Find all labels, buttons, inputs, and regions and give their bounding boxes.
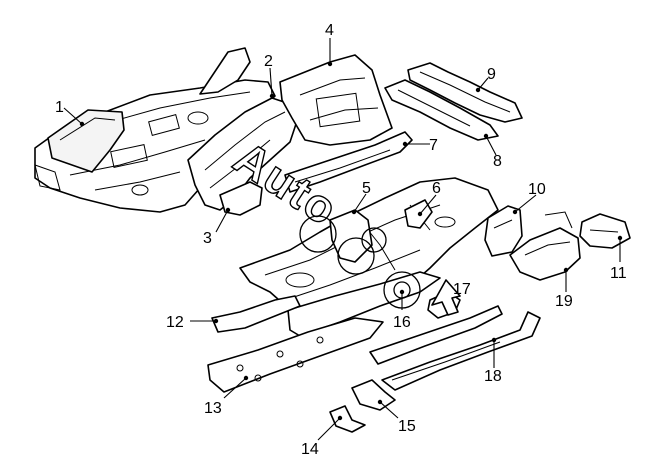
side-bracket [484,205,523,257]
callout-9: 9 [487,66,496,83]
callout-13: 13 [204,400,222,417]
floor-plate [207,317,384,393]
callout-7: 7 [429,137,438,154]
tunnel-reinforcement [187,97,299,211]
front-sill-bracket [351,379,396,411]
jack-point-bracket [329,405,366,433]
callout-11: 11 [610,265,627,282]
outer-sill [381,311,541,391]
callout-18: 18 [484,368,502,385]
rear-crossmember-bracket [407,62,523,123]
inner-sill [369,305,503,365]
callout-8: 8 [493,153,502,170]
callout-3: 3 [203,230,212,247]
side-rail-long [284,131,413,193]
callout-16: 16 [393,314,411,331]
callout-labels: 1 2 3 4 5 6 7 8 9 10 11 12 13 14 15 16 1… [55,22,627,458]
rear-floor-patch [47,109,125,173]
callout-15: 15 [398,418,416,435]
callout-14: 14 [301,441,319,458]
callout-5: 5 [362,180,371,197]
callout-10: 10 [528,181,546,198]
callout-6: 6 [432,180,441,197]
rocker-rail [211,295,301,333]
callout-1: 1 [55,99,64,116]
rear-floor-panel [34,47,276,213]
cross-member [219,181,263,216]
callout-17: 17 [453,281,471,298]
leader-lines [63,38,623,441]
callout-12: 12 [166,314,184,331]
watermark-arrow [431,279,461,316]
corner-bracket [579,213,631,249]
storage-tray [509,211,581,281]
callout-4: 4 [325,22,334,39]
upper-tunnel-panel [279,54,393,146]
rear-mounting-rail [384,79,499,141]
watermark-rings [299,215,421,309]
callout-19: 19 [555,293,573,310]
callout-2: 2 [264,53,273,70]
